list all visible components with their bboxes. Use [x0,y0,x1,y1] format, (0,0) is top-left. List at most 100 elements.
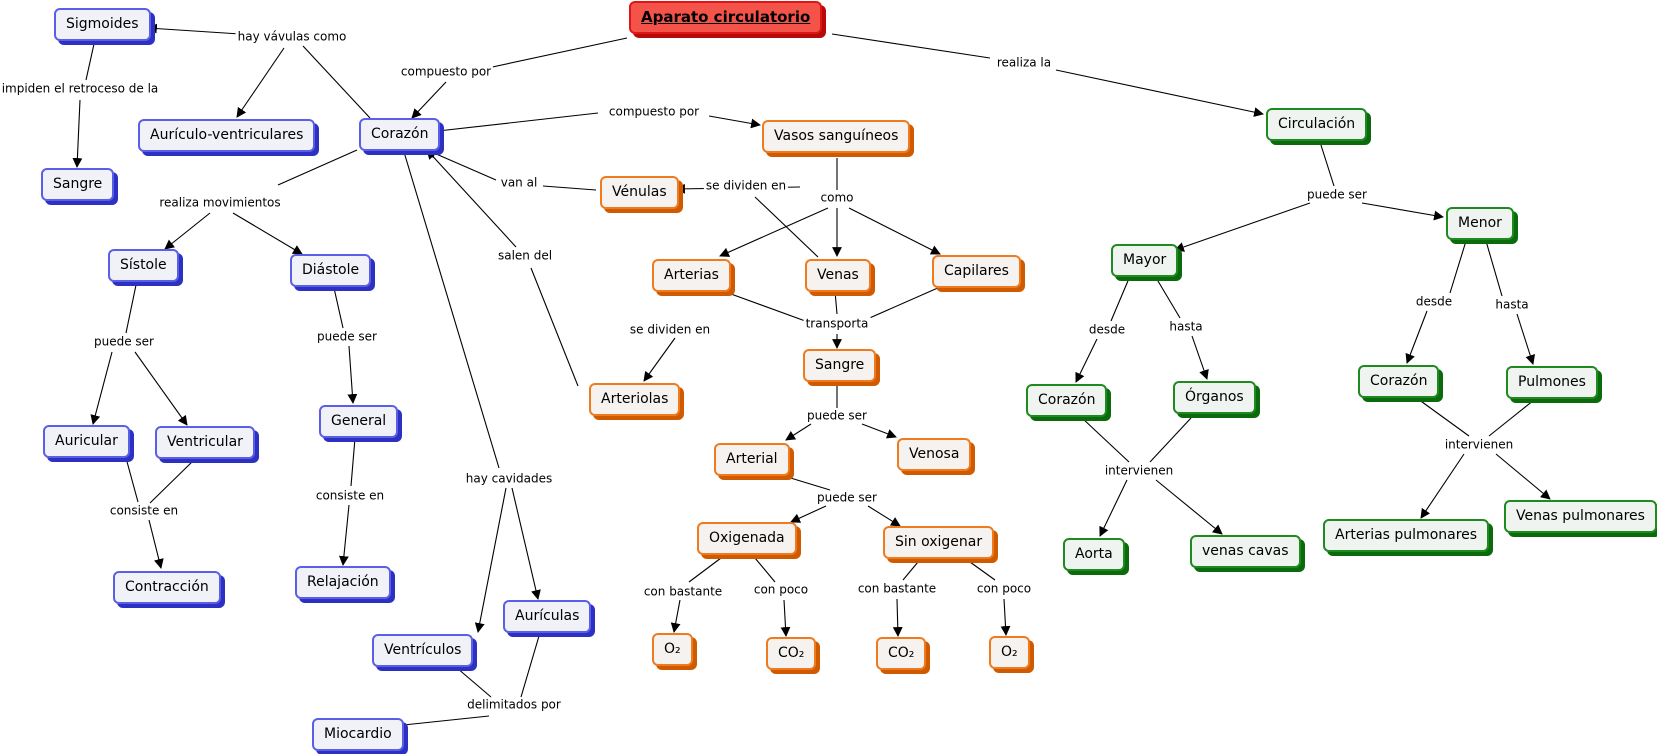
node-auriculo-ventriculares[interactable]: Aurículo-ventriculares [138,119,316,152]
node-sangre-blue[interactable]: Sangre [41,168,115,201]
node-sigmoides[interactable]: Sigmoides [54,8,151,41]
node-vasos-sanguineos[interactable]: Vasos sanguíneos [762,120,911,153]
label-puede-ser-sangre: puede ser [805,408,869,424]
node-o2-b[interactable]: O₂ [989,636,1030,669]
connector-line [969,561,996,581]
node-arterias-pulmonares[interactable]: Arterias pulmonares [1323,519,1490,552]
connector-line [134,351,188,426]
node-co2-a[interactable]: CO₂ [766,637,817,670]
node-corazon-menor[interactable]: Corazón [1358,365,1440,398]
connector-line [236,47,285,118]
label-realiza-la: realiza la [994,55,1054,71]
node-venosa[interactable]: Venosa [897,438,972,471]
label-se-dividen-en-2: se dividen en [627,322,713,338]
connector-line [1417,398,1470,437]
node-sin-oxigenar[interactable]: Sin oxigenar [883,526,995,559]
connector-line [85,43,95,81]
connector-line [780,599,791,637]
node-arteriolas[interactable]: Arteriolas [589,383,681,416]
node-general[interactable]: General [319,405,399,438]
label-salen-del: salen del [495,248,555,264]
connector-line [1155,479,1223,535]
label-intervienen-1: intervienen [1102,463,1176,479]
connector-line [333,287,344,329]
node-arterias[interactable]: Arterias [652,259,731,292]
label-hay-cavidades: hay cavidades [463,471,555,487]
label-desde-2: desde [1413,294,1455,310]
connector-line [125,457,139,503]
node-corazon[interactable]: Corazón [359,118,441,151]
connector-line [1174,202,1311,252]
connector-line [861,423,897,439]
connector-line [754,557,776,583]
node-organos[interactable]: Órganos [1173,381,1256,414]
connector-line [426,149,497,181]
label-con-bastante-2: con bastante [855,581,939,597]
label-se-dividen-en-1: se dividen en [703,178,789,194]
node-oxigenada[interactable]: Oxigenada [697,522,797,555]
node-miocardio[interactable]: Miocardio [312,718,404,751]
label-hasta-2: hasta [1493,297,1531,313]
node-co2-b[interactable]: CO₂ [876,637,927,670]
label-desde-1: desde [1086,322,1128,338]
node-pulmones[interactable]: Pulmones [1506,366,1598,399]
node-venas[interactable]: Venas [805,259,871,292]
node-o2-a[interactable]: O₂ [652,633,693,666]
connector-line [350,437,356,487]
connector-line [708,115,761,129]
connector-line [347,345,358,404]
connector-line [468,37,628,73]
label-consiste-en-1: consiste en [107,503,181,519]
connector-line [1154,275,1181,319]
node-auriculas[interactable]: Aurículas [503,600,592,633]
node-aorta[interactable]: Aorta [1063,538,1125,571]
node-mayor[interactable]: Mayor [1111,244,1179,277]
node-relajacion[interactable]: Relajación [295,566,391,599]
label-transporta: transporta [803,316,871,332]
node-diastole[interactable]: Diástole [290,254,372,287]
connector-line [72,99,83,168]
connector-line [148,519,164,569]
connector-line [1495,453,1551,500]
node-menor[interactable]: Menor [1446,207,1514,240]
connector-line [474,487,507,633]
connector-line [643,337,676,382]
node-arterial[interactable]: Arterial [714,443,790,476]
label-puede-ser-tipo: puede ser [815,490,879,506]
node-sangre-orange[interactable]: Sangre [803,349,877,382]
connector-line [90,351,113,425]
connector-line [831,33,991,59]
connector-line [1449,240,1467,294]
node-sistole[interactable]: Sístole [108,249,179,282]
node-ventricular[interactable]: Ventricular [155,426,255,459]
edge-group [72,23,1551,730]
connector-line [1361,202,1444,221]
label-como: como [818,190,856,206]
connector-line [1516,313,1535,365]
node-venulas[interactable]: Vénulas [600,176,679,209]
connector-line [1000,598,1011,636]
connector-line [1485,240,1503,297]
connector-line [1110,275,1131,322]
node-auricular[interactable]: Auricular [43,425,130,458]
label-hay-valvulas: hay vávulas como [235,29,349,45]
node-circulacion[interactable]: Circulación [1266,108,1368,141]
connector-line [277,149,358,186]
node-venas-pulmonares[interactable]: Venas pulmonares [1504,500,1657,533]
label-con-poco-1: con poco [751,582,811,598]
node-venas-cavas[interactable]: venas cavas [1190,535,1301,568]
connector-line [520,635,540,698]
node-contraccion[interactable]: Contracción [113,571,221,604]
label-intervienen-2: intervienen [1442,437,1516,453]
label-puede-ser-sistole: puede ser [92,334,156,350]
connector-line [719,289,809,323]
connector-line [1420,453,1465,519]
connector-line [542,185,597,191]
connector-line [1488,399,1535,437]
node-capilares[interactable]: Capilares [932,255,1021,288]
connector-line [302,45,371,119]
connector-line [719,207,829,257]
node-aparato-circulatorio[interactable]: Aparato circulatorio [629,1,823,34]
node-corazon-mayor[interactable]: Corazón [1026,384,1108,417]
node-ventriculos[interactable]: Ventrículos [372,634,474,667]
